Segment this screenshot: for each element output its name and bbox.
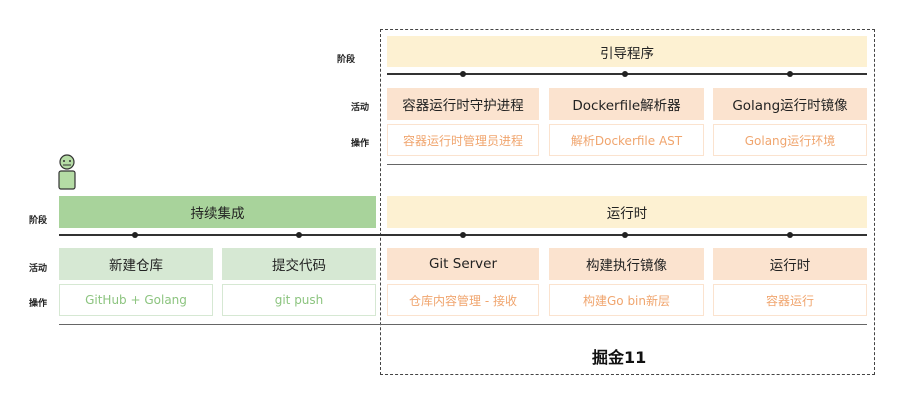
operation-github-golang: GitHub + Golang (59, 284, 213, 316)
stage-label-bottom: 阶段 (29, 216, 48, 226)
operation-build-go-layer: 构建Go bin新层 (549, 284, 704, 316)
operation-container-run: 容器运行 (713, 284, 867, 316)
timeline-dot (460, 232, 466, 238)
timeline-dot (622, 232, 628, 238)
divider-top (387, 164, 867, 165)
activity-label-top: 活动 (351, 103, 370, 113)
activity-dockerfile-parser: Dockerfile解析器 (549, 88, 704, 120)
operation-golang-env: Golang运行环境 (713, 124, 867, 156)
timeline-dot (296, 232, 302, 238)
stage-ci: 持续集成 (59, 196, 376, 228)
operation-git-push: git push (222, 284, 376, 316)
activity-new-repo: 新建仓库 (59, 248, 213, 280)
stage-label-top: 阶段 (337, 55, 356, 65)
footer-title: 掘金11 (592, 348, 647, 367)
timeline-dot (787, 71, 793, 77)
activity-commit-code: 提交代码 (222, 248, 376, 280)
operation-repo-receive: 仓库内容管理 - 接收 (387, 284, 539, 316)
operation-parse-ast: 解析Dockerfile AST (549, 124, 704, 156)
timeline-dot (132, 232, 138, 238)
activity-label-bottom: 活动 (29, 264, 48, 274)
stage-runtime: 运行时 (387, 196, 867, 228)
activity-golang-image: Golang运行时镜像 (713, 88, 867, 120)
activity-container-daemon: 容器运行时守护进程 (387, 88, 539, 120)
timeline-dot (460, 71, 466, 77)
activity-build-image: 构建执行镜像 (549, 248, 704, 280)
operation-label-top: 操作 (351, 139, 370, 149)
timeline-dot (787, 232, 793, 238)
divider-bottom (59, 324, 867, 325)
timeline-dot (622, 71, 628, 77)
activity-git-server: Git Server (387, 248, 539, 280)
person-icon (56, 154, 78, 190)
activity-runtime: 运行时 (713, 248, 867, 280)
operation-container-admin: 容器运行时管理员进程 (387, 124, 539, 156)
operation-label-bottom: 操作 (29, 299, 48, 309)
stage-bootstrap: 引导程序 (387, 36, 867, 67)
runtime-dashed-frame (380, 29, 875, 375)
